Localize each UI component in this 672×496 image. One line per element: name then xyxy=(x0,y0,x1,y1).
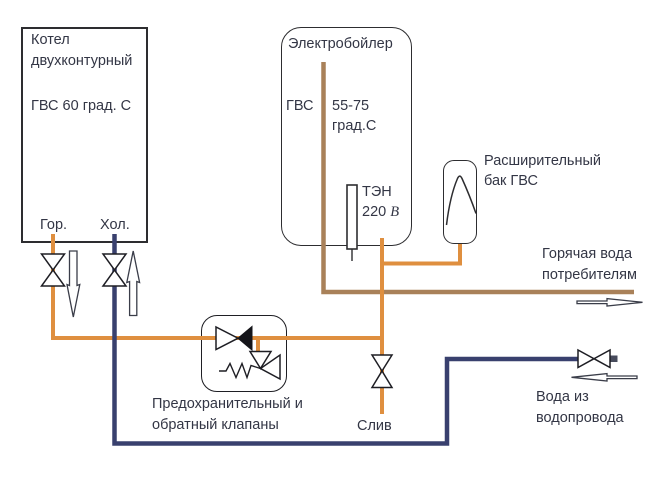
heater-power: 220 В xyxy=(362,204,400,220)
electric-boiler-title: Электробойлер xyxy=(288,36,393,52)
pipe-expansion-branch xyxy=(382,244,462,266)
safety-valve-icon xyxy=(219,350,281,381)
flow-arrow-right-icon xyxy=(576,297,643,307)
boiler-dhw-temp: ГВС 60 град. С xyxy=(31,98,132,114)
expansion-tank-label: Расширительный бак ГВС xyxy=(484,153,602,189)
drain-valve-icon xyxy=(370,354,394,389)
tank-membrane-icon xyxy=(445,175,477,226)
boiler-box xyxy=(21,27,148,243)
flow-arrow-up-icon xyxy=(125,250,141,317)
boiler-title-line1: Котел xyxy=(31,32,70,48)
check-valve-icon xyxy=(215,325,253,352)
flow-arrow-left-icon xyxy=(571,372,638,382)
electric-boiler-temp: 55-75 град.С xyxy=(332,96,376,136)
supply-valve-icon xyxy=(577,348,611,369)
heating-element-icon xyxy=(346,184,358,261)
temp-unit: град.С xyxy=(332,118,377,134)
flow-arrow-down-icon xyxy=(66,250,81,318)
heater-label: ТЭН 220 В xyxy=(362,182,399,222)
pipe-dhw-to-consumers xyxy=(321,62,634,295)
boiler-title: Котел двухконтурный xyxy=(31,30,132,72)
boiler-hot-port-label: Гор. xyxy=(40,217,68,233)
electric-boiler-dhw-label: ГВС xyxy=(286,98,314,114)
drain-label: Слив xyxy=(357,418,392,434)
supply-water-label: Вода из водопровода xyxy=(536,389,624,426)
hot-water-label: Горячая вода потребителям xyxy=(542,246,637,283)
temp-range: 55-75 xyxy=(332,98,370,114)
shutoff-valve-cold-icon xyxy=(101,253,128,287)
pipe-cold-supply xyxy=(112,234,578,446)
supply-valve-stub xyxy=(609,355,618,362)
heater-name: ТЭН xyxy=(362,184,392,200)
valve-group-label: Предохранительный и обратный клапаны xyxy=(152,396,303,433)
boiler-cold-port-label: Хол. xyxy=(100,217,130,233)
heater-power-unit: В xyxy=(390,204,400,220)
shutoff-valve-hot-icon xyxy=(40,253,66,287)
valve-group-box xyxy=(201,315,287,392)
boiler-title-line2: двухконтурный xyxy=(31,53,133,69)
